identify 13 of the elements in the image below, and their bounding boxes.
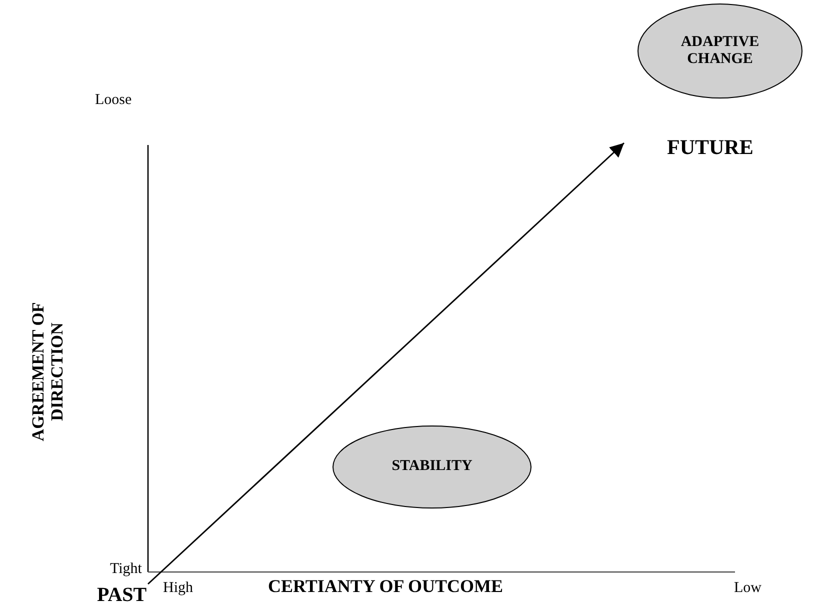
arrow <box>148 142 624 585</box>
node-label: ADAPTIVE CHANGE <box>680 34 760 68</box>
axis-title: AGREEMENT OF DIRECTION <box>29 301 67 444</box>
axis-end-label: Low <box>734 580 762 596</box>
oval-shape <box>332 425 532 509</box>
axis-end-label: Loose <box>95 92 132 108</box>
node-label: STABILITY <box>392 458 472 476</box>
end-label: PAST <box>97 584 147 604</box>
axis-end-label: Tight <box>110 561 142 578</box>
end-label: FUTURE <box>667 134 754 160</box>
axis-end-label: High <box>163 580 193 596</box>
axis-title: CERTIANTY OF OUTCOME <box>268 577 504 597</box>
oval-shape <box>637 3 803 99</box>
